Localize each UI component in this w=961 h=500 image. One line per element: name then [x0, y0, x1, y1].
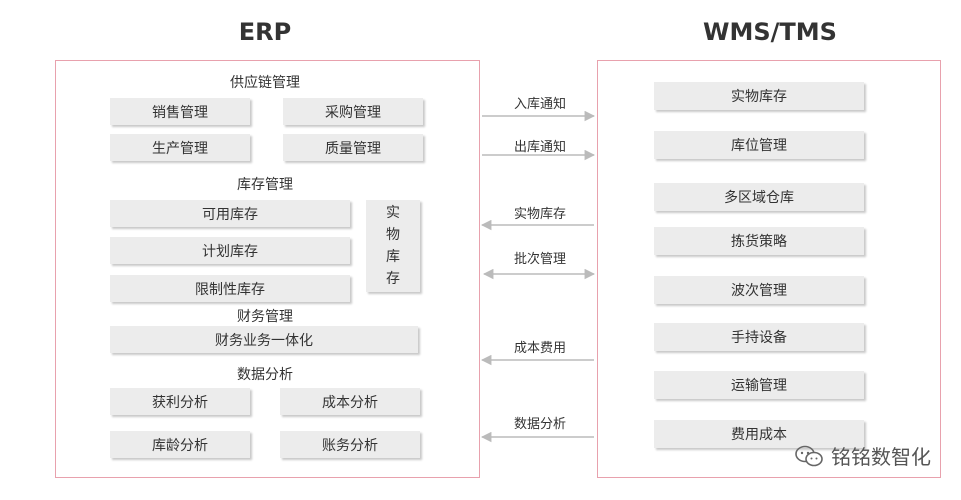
production-management-box: 生产管理	[110, 134, 250, 161]
wms-handheld-device-box: 手持设备	[654, 323, 864, 351]
batch-management-label: 批次管理	[513, 252, 566, 267]
cost-analysis-box: 成本分析	[280, 388, 420, 415]
inventory-heading: 库存管理	[237, 177, 293, 193]
finance-integration-box: 财务业务一体化	[110, 326, 418, 353]
account-analysis-box: 账务分析	[280, 431, 420, 458]
wms-transport-management-box: 运输管理	[654, 371, 864, 399]
watermark: 铭铭数智化	[795, 441, 931, 470]
wms-location-management-box: 库位管理	[654, 131, 864, 159]
wms-picking-strategy-box: 拣货策略	[654, 227, 864, 255]
wms-multi-warehouse-box: 多区域仓库	[654, 183, 864, 211]
physical-inventory-box: 实物库存	[366, 200, 420, 292]
profit-analysis-box: 获利分析	[110, 388, 250, 415]
available-inventory-box: 可用库存	[110, 200, 350, 227]
wms-panel	[597, 60, 941, 478]
wechat-icon	[795, 445, 823, 466]
supply-chain-heading: 供应链管理	[230, 75, 300, 91]
inbound-notice-label: 入库通知	[513, 97, 566, 112]
outbound-notice-label: 出库通知	[513, 140, 566, 155]
erp-title: ERP	[238, 18, 292, 46]
wms-physical-inventory-box: 实物库存	[654, 82, 864, 110]
wms-title: WMS/TMS	[703, 18, 837, 46]
finance-heading: 财务管理	[237, 309, 293, 325]
planned-inventory-box: 计划库存	[110, 237, 350, 264]
wms-cost-box: 费用成本	[654, 420, 864, 448]
watermark-text: 铭铭数智化	[831, 445, 931, 469]
quality-management-box: 质量管理	[283, 134, 423, 161]
data-analysis-label: 数据分析	[513, 417, 566, 432]
restricted-inventory-box: 限制性库存	[110, 275, 350, 302]
cost-expense-label: 成本费用	[513, 341, 566, 356]
physical-inventory-label: 实物库存	[513, 207, 566, 222]
wms-wave-management-box: 波次管理	[654, 276, 864, 304]
aging-analysis-box: 库龄分析	[110, 431, 250, 458]
purchase-management-box: 采购管理	[283, 98, 423, 125]
sales-management-box: 销售管理	[110, 98, 250, 125]
analytics-heading: 数据分析	[237, 367, 293, 383]
